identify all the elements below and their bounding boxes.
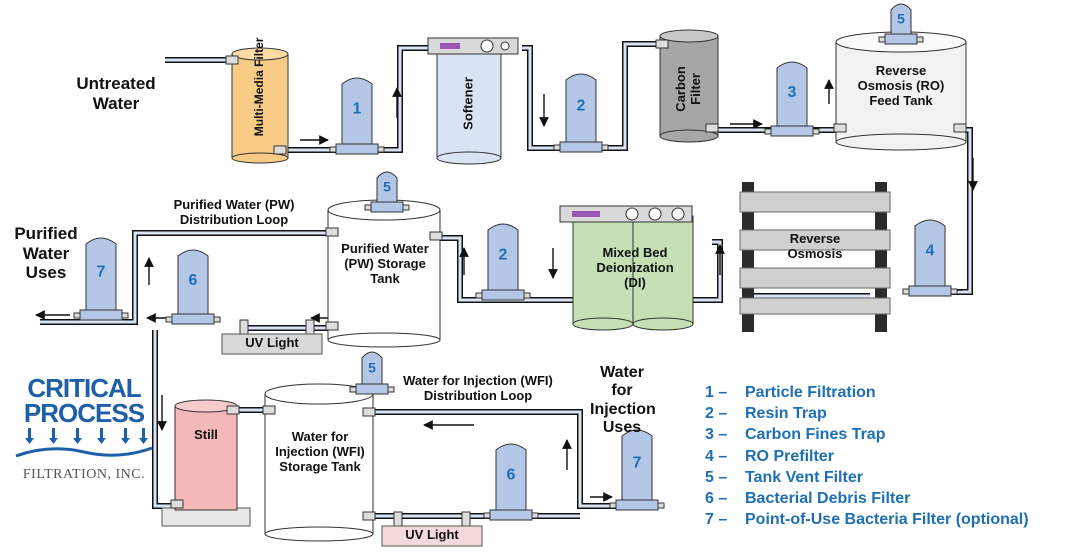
uv-light-1	[221, 319, 323, 355]
pw-uses-label: Purified Water Uses	[14, 224, 78, 283]
filter-legend: 1 –Particle Filtration 2 –Resin Trap 3 –…	[705, 382, 1075, 530]
filter-f3: 3	[764, 61, 820, 137]
filter-f2a: 2	[553, 73, 609, 153]
softener-label: Softener	[460, 77, 476, 130]
uv-light-1-label: UV Light	[245, 335, 299, 350]
filter-f2b: 2	[475, 223, 531, 301]
legend-item: 7 –Point-of-Use Bacteria Filter (optiona…	[705, 511, 1029, 529]
multimedia-filter-label: Multi-Media Filter	[252, 37, 267, 137]
filter-number: 7	[633, 455, 642, 472]
filter-number: 1	[353, 101, 362, 118]
legend-item: 5 –Tank Vent Filter	[705, 468, 863, 486]
filter-number: 3	[788, 84, 797, 101]
legend-item: 1 –Particle Filtration	[705, 384, 876, 401]
filter-f6a: 6	[165, 249, 221, 325]
logo-line-3: FILTRATION, INC.	[22, 467, 146, 482]
legend-item: 6 –Bacterial Debris Filter	[705, 490, 911, 508]
filter-f5a: 5	[878, 3, 924, 45]
company-logo: CRITICAL PROCESS FILTRATION, INC.	[14, 373, 154, 483]
legend-item: 4 –RO Prefilter	[705, 447, 834, 465]
still-label: Still	[194, 427, 218, 442]
filter-number: 7	[97, 263, 106, 280]
filter-f4: 4	[902, 219, 958, 297]
multimedia-filter	[225, 47, 289, 164]
wfi-storage-tank	[262, 383, 376, 542]
filter-number: 4	[926, 243, 935, 260]
filter-number: 5	[897, 11, 905, 27]
cartridge-filters: 1 2 3 4 5 2 5 6 7 5 6 7	[73, 3, 958, 521]
still-unit	[161, 399, 251, 527]
legend-item: 2 –Resin Trap	[705, 405, 827, 423]
filter-number: 5	[383, 179, 391, 195]
mixed-bed-di	[559, 205, 694, 331]
filter-number: 2	[499, 247, 508, 264]
filter-f7b: 7	[609, 429, 665, 511]
reverse-osmosis-label: Reverse Osmosis	[787, 231, 843, 261]
filter-f6b: 6	[483, 443, 539, 521]
carbon-filter-label: Carbon Filter	[673, 66, 703, 112]
wfi-loop-label: Water for Injection (WFI) Distribution L…	[403, 373, 553, 403]
pw-loop-label: Purified Water (PW) Distribution Loop	[173, 197, 295, 227]
filter-number: 6	[189, 272, 198, 289]
legend-item: 3 –Carbon Fines Trap	[705, 426, 886, 444]
reverse-osmosis-unit	[739, 182, 891, 332]
untreated-water-label: Untreated Water	[76, 74, 156, 113]
carbon-filter	[655, 29, 719, 143]
wfi-uses-label: Water for Injection Uses	[590, 364, 656, 437]
filter-number: 2	[577, 98, 586, 115]
logo-line-2: PROCESS	[23, 398, 145, 428]
filter-f5c: 5	[349, 351, 395, 395]
logo-drops-icon	[15, 428, 153, 458]
softener-tank	[427, 37, 519, 165]
mixed-bed-label: Mixed Bed Deionization (DI)	[596, 245, 674, 290]
wfi-storage-tank-label: Water for Injection (WFI) Storage Tank	[275, 429, 365, 474]
uv-light-2	[381, 511, 483, 547]
uv-light-2-label: UV Light	[405, 527, 459, 542]
ro-feed-tank-label: Reverse Osmosis (RO) Feed Tank	[857, 63, 945, 108]
filter-f7a: 7	[73, 237, 129, 321]
filter-number: 6	[507, 467, 516, 484]
filter-f1: 1	[329, 77, 385, 155]
logo-line-1: CRITICAL	[27, 373, 141, 403]
filter-f5b: 5	[364, 171, 410, 213]
pw-storage-tank-label: Purified Water (PW) Storage Tank	[341, 241, 429, 286]
filter-number: 5	[368, 359, 376, 375]
